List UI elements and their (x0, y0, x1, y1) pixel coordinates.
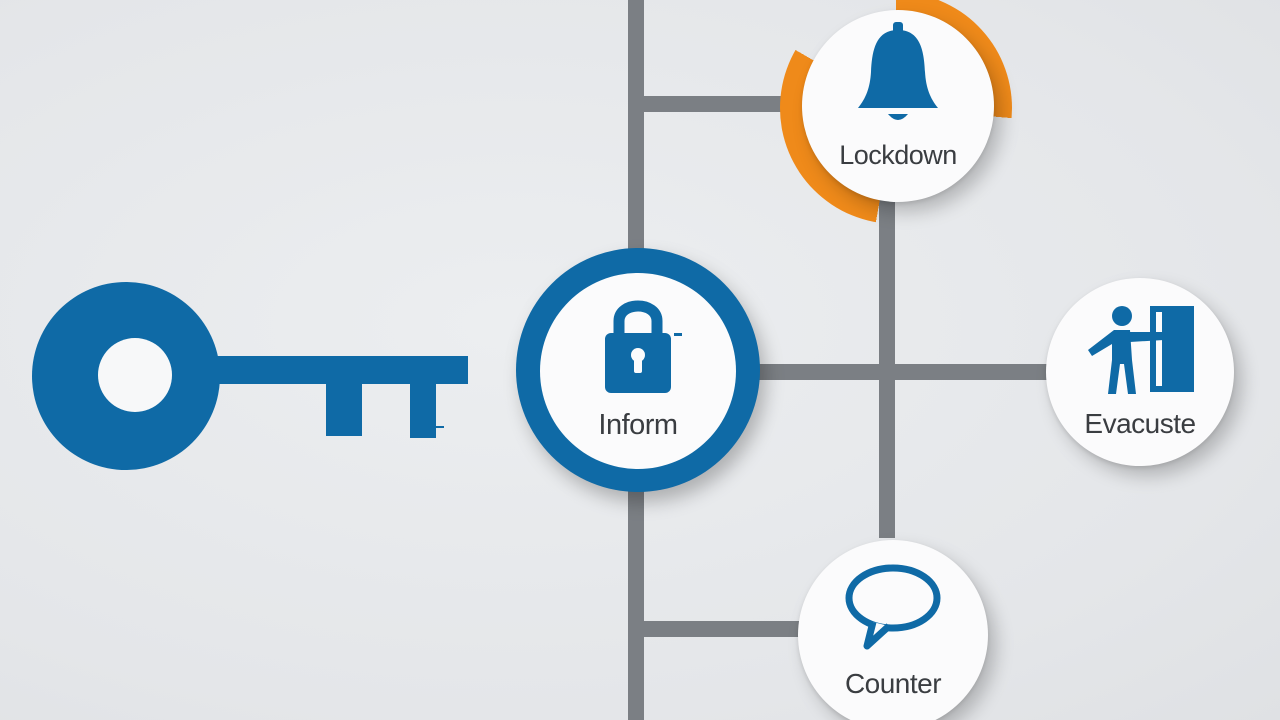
key-bow-hole (98, 338, 172, 412)
key-shaft (205, 356, 468, 384)
key-bit-right (410, 380, 436, 438)
speech-bubble-icon (845, 564, 941, 650)
counter-node[interactable]: Counter (798, 540, 988, 720)
connector-counter-branch (644, 621, 804, 637)
key-bit-notch (436, 426, 444, 428)
evacuate-node[interactable]: Evacuste (1046, 278, 1234, 466)
padlock-icon (605, 300, 682, 393)
connector-evacuate-branch (740, 364, 1060, 380)
inform-label: Inform (598, 409, 678, 441)
evacuate-label: Evacuste (1084, 408, 1196, 439)
lockdown-label: Lockdown (839, 140, 957, 170)
lockdown-node[interactable]: Lockdown (802, 10, 994, 202)
counter-label: Counter (844, 668, 942, 699)
connector-lockdown-branch (644, 96, 804, 112)
inform-node[interactable]: Inform (540, 273, 736, 469)
key-icon (32, 282, 468, 470)
bell-icon (858, 22, 938, 120)
key-bit-left (326, 380, 362, 436)
person-exit-door-icon (1088, 306, 1194, 394)
